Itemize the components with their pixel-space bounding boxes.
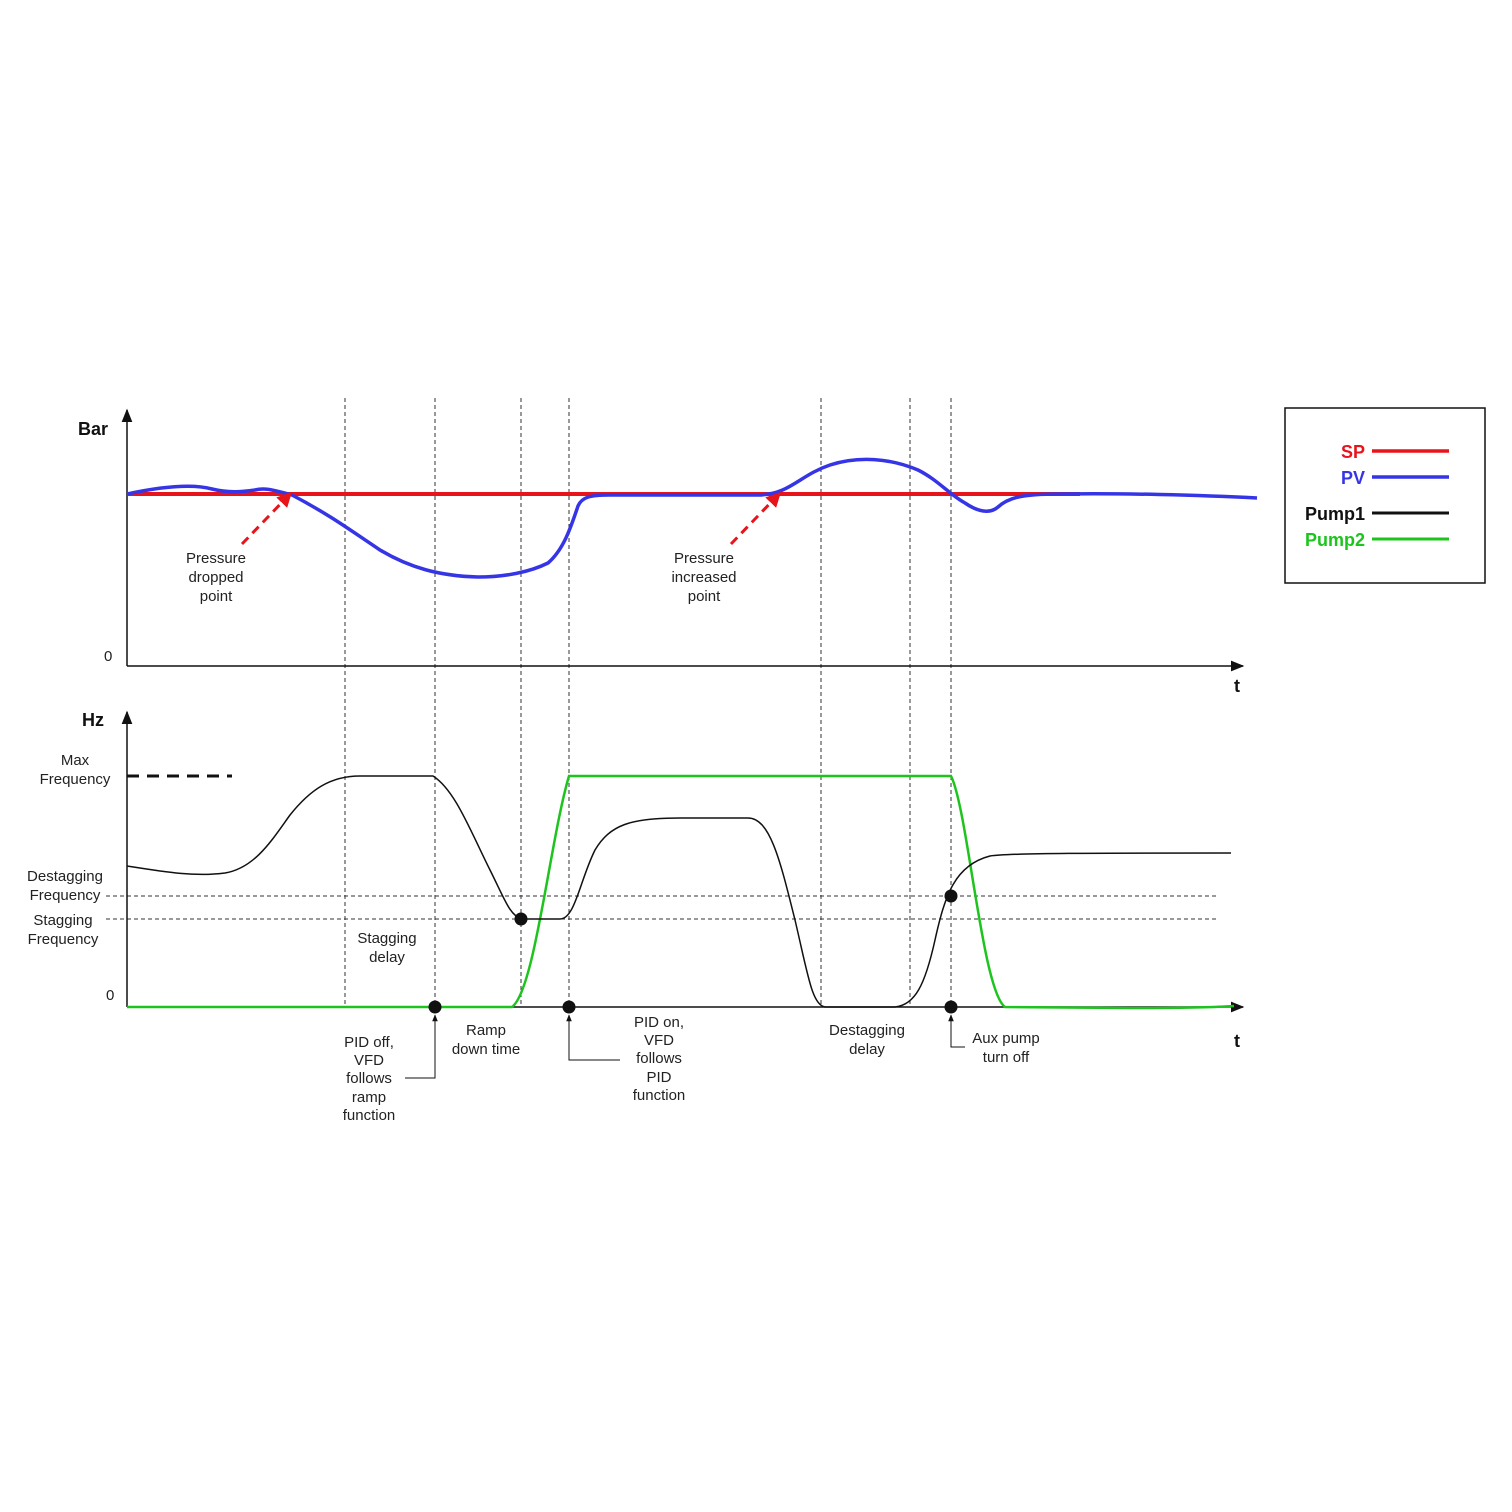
bottom-y-label: Hz — [82, 710, 104, 730]
svg-text:Pressure: Pressure — [674, 550, 734, 567]
svg-text:Pressure: Pressure — [186, 550, 246, 567]
svg-text:Stagging: Stagging — [357, 930, 416, 947]
aux-pump-off-label: Aux pump turn off — [972, 1030, 1040, 1066]
frequency-levels — [106, 895, 1218, 920]
svg-text:delay: delay — [369, 949, 405, 966]
pid-on-marker — [562, 1000, 576, 1014]
svg-text:Stagging: Stagging — [33, 912, 92, 929]
staging-frequency-label: Stagging Frequency — [28, 912, 99, 948]
svg-text:Ramp: Ramp — [466, 1022, 506, 1039]
svg-text:VFD: VFD — [644, 1032, 674, 1049]
pid-on-callout — [566, 1014, 620, 1061]
pump2-curve — [127, 774, 1235, 1010]
legend-sp-label: SP — [1341, 442, 1365, 462]
svg-text:Frequency: Frequency — [40, 771, 111, 788]
destaging-marker — [944, 889, 958, 903]
aux-pump-callout — [948, 1014, 965, 1048]
svg-text:PID off,: PID off, — [344, 1034, 394, 1051]
svg-text:PID: PID — [646, 1069, 671, 1086]
svg-text:function: function — [343, 1107, 396, 1124]
pump1-curve — [126, 775, 1232, 1008]
svg-text:follows: follows — [346, 1070, 392, 1087]
top-zero-label: 0 — [104, 648, 112, 665]
svg-text:Frequency: Frequency — [30, 887, 101, 904]
legend-pump2-label: Pump2 — [1305, 530, 1365, 550]
pid-off-callout — [405, 1014, 438, 1079]
bottom-zero-label: 0 — [106, 987, 114, 1004]
ramp-down-end-marker — [514, 912, 528, 926]
svg-text:follows: follows — [636, 1050, 682, 1067]
svg-text:point: point — [200, 588, 233, 605]
svg-text:VFD: VFD — [354, 1052, 384, 1069]
svg-text:point: point — [688, 588, 721, 605]
pid-off-label: PID off, VFD follows ramp function — [343, 1034, 396, 1124]
legend-box — [1284, 407, 1486, 584]
svg-text:down time: down time — [452, 1041, 520, 1058]
legend-pump1-label: Pump1 — [1305, 504, 1365, 524]
pid-on-label: PID on, VFD follows PID function — [633, 1014, 686, 1104]
svg-text:function: function — [633, 1087, 686, 1104]
bottom-panel: Hz 0 t Max Frequency Destagging Frequenc… — [27, 710, 1245, 1124]
svg-text:delay: delay — [849, 1041, 885, 1058]
svg-text:Destagging: Destagging — [27, 868, 103, 885]
aux-pump-off-marker — [944, 1000, 958, 1014]
legend: SP PV Pump1 Pump2 — [1284, 407, 1486, 584]
svg-text:increased: increased — [671, 569, 736, 586]
pid-off-marker — [428, 1000, 442, 1014]
bottom-x-label: t — [1234, 1031, 1240, 1051]
pressure-increased-arrow — [729, 491, 782, 546]
svg-text:Frequency: Frequency — [28, 931, 99, 948]
max-frequency-label: Max Frequency — [40, 752, 111, 788]
stagging-delay-label: Stagging delay — [357, 930, 416, 966]
legend-pv-label: PV — [1341, 468, 1365, 488]
pv-curve — [126, 457, 1258, 579]
svg-text:PID on,: PID on, — [634, 1014, 684, 1031]
svg-text:turn off: turn off — [983, 1049, 1030, 1066]
destaging-frequency-label: Destagging Frequency — [27, 868, 103, 904]
pressure-dropped-label: Pressure dropped point — [186, 550, 246, 605]
destagging-delay-label: Destagging delay — [829, 1022, 905, 1058]
svg-text:Max: Max — [61, 752, 90, 769]
top-y-label: Bar — [78, 419, 108, 439]
svg-text:Aux pump: Aux pump — [972, 1030, 1040, 1047]
svg-text:Destagging: Destagging — [829, 1022, 905, 1039]
svg-text:ramp: ramp — [352, 1089, 386, 1106]
ramp-down-label: Ramp down time — [452, 1022, 520, 1058]
top-x-label: t — [1234, 676, 1240, 696]
event-lines — [344, 398, 952, 1007]
top-panel: Bar 0 t Pressure dropped point Pressure … — [78, 408, 1258, 696]
pressure-dropped-arrow — [240, 491, 293, 546]
event-markers — [428, 889, 958, 1014]
svg-text:dropped: dropped — [188, 569, 243, 586]
pressure-increased-label: Pressure increased point — [671, 550, 736, 605]
